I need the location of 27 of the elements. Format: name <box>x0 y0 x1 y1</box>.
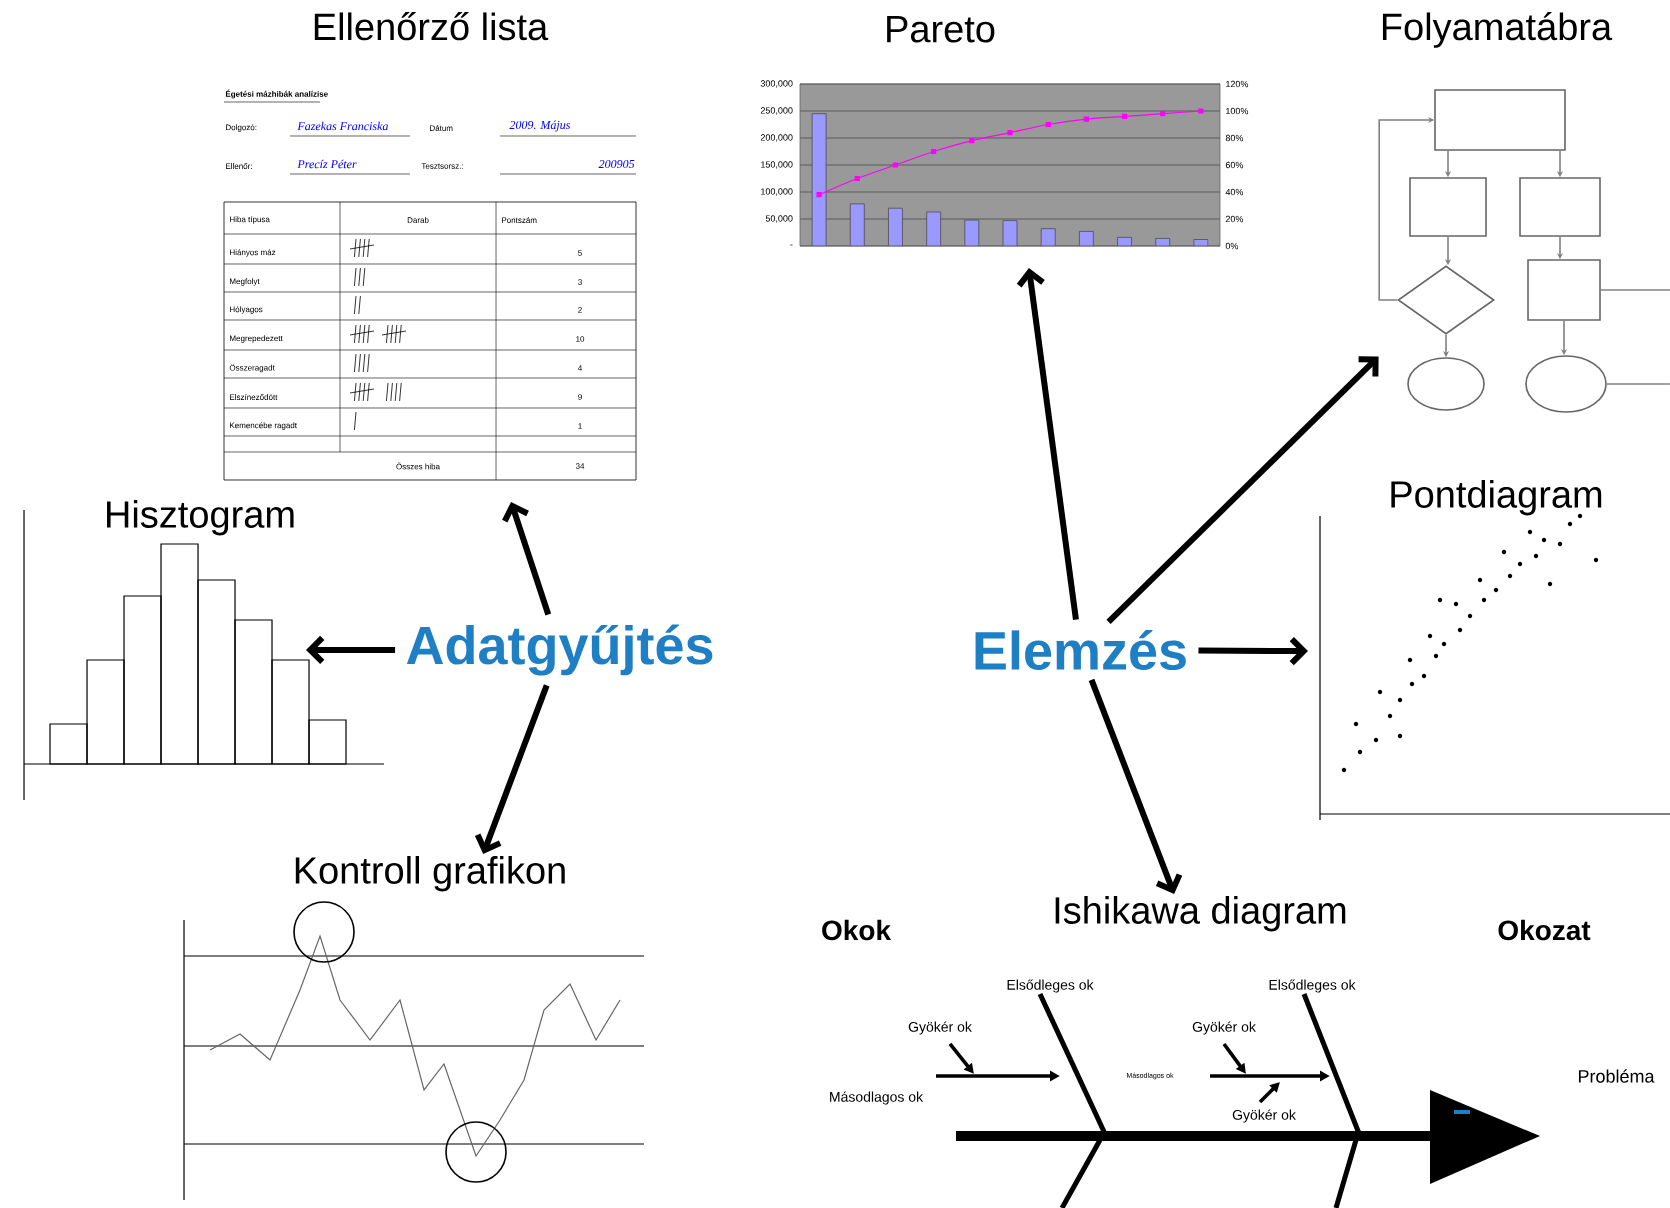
panel-title: Ishikawa diagram <box>1055 896 1346 932</box>
flowchart-box <box>1434 89 1566 151</box>
panel-title: Pareto <box>887 16 995 43</box>
arrow <box>474 684 550 855</box>
arrow <box>1198 636 1308 666</box>
terminal-oval <box>1407 357 1485 411</box>
side-label: Okozat <box>1498 919 1591 941</box>
arrow <box>1106 356 1379 625</box>
arrow <box>502 501 552 616</box>
effect-label: Probléma <box>1578 1069 1655 1083</box>
connector-line <box>1606 383 1670 385</box>
heading-text: Adatgyűjtés <box>406 624 713 676</box>
terminal-oval <box>1525 355 1607 413</box>
panel-title: Hisztogram <box>107 500 294 536</box>
connector-line <box>1600 289 1670 291</box>
arrow <box>1088 678 1183 895</box>
panel-title: Ellenőrző lista <box>314 12 549 41</box>
heading-text: Elemzés <box>975 629 1186 671</box>
arrow <box>1016 267 1079 620</box>
panel-title: Pontdiagram <box>1391 480 1602 516</box>
side-label: Okok <box>822 919 892 941</box>
flowchart-box <box>1409 177 1487 237</box>
panel-title: Kontroll grafikon <box>295 856 565 892</box>
flowchart-box <box>1527 259 1601 321</box>
flowchart-box <box>1519 177 1601 237</box>
arrow <box>306 635 396 665</box>
panel-title: Folyamatábra <box>1382 12 1613 48</box>
